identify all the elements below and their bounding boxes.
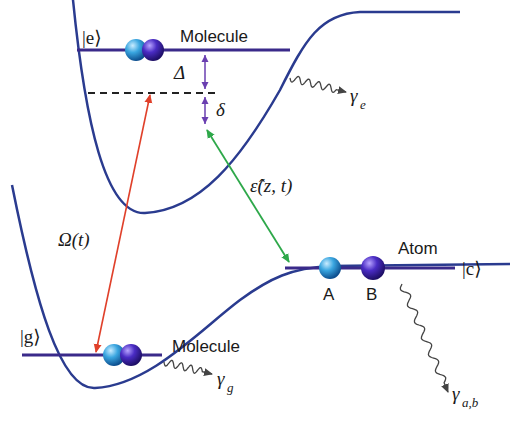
molecule-label: Molecule <box>172 338 240 355</box>
molecule-label: Molecule <box>180 28 248 45</box>
decay-subscript: e <box>360 98 366 111</box>
state-label: |c⟩ <box>462 259 482 278</box>
decay-arrow <box>400 284 448 392</box>
atom-a <box>319 257 341 279</box>
decay-arrow <box>164 360 212 374</box>
detuning-arrow <box>204 55 206 89</box>
molecule-atom <box>142 39 164 61</box>
excited-level <box>77 49 290 52</box>
atom-name: B <box>366 286 377 303</box>
rabi-label: Ω(t) <box>58 230 90 249</box>
decay-subscript: a,b <box>462 396 478 409</box>
pump-arrow <box>96 95 150 352</box>
state-label: |e⟩ <box>82 28 102 47</box>
atom-name: A <box>323 286 334 303</box>
decay-label: γ <box>217 369 225 388</box>
field-label: ε̂(z, t) <box>250 176 292 195</box>
decay-arrow <box>290 77 346 93</box>
decay-label: γ <box>350 86 358 105</box>
decay-subscript: g <box>227 381 234 394</box>
decay-label: γ <box>452 384 460 403</box>
state-label: |g⟩ <box>20 327 41 346</box>
virtual-level <box>88 92 215 94</box>
detuning-label: δ <box>216 100 225 119</box>
detuning-arrow <box>204 97 206 124</box>
detuning-label: Δ <box>174 63 185 82</box>
atom-label: Atom <box>398 240 438 257</box>
molecule-atom <box>120 344 142 366</box>
atom-b <box>361 256 385 280</box>
probe-arrow <box>207 130 289 262</box>
excited-potential-curve <box>73 0 460 213</box>
